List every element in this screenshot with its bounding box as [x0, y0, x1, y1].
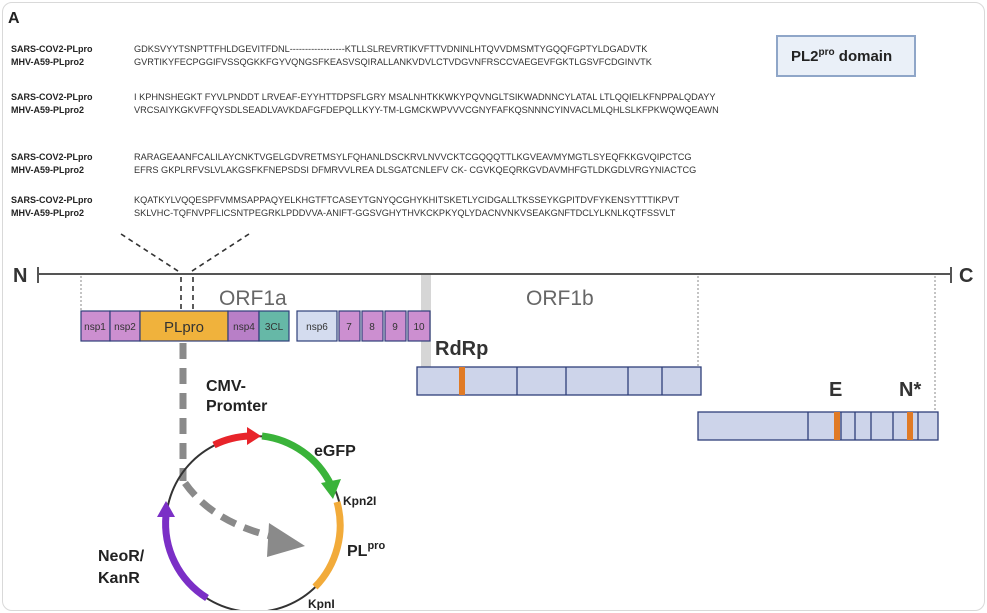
nsp7-block: [338, 310, 361, 342]
alignment-2-name-2: MHV-A59-PLpro2: [11, 105, 84, 115]
nsp2-label: nsp2: [114, 322, 136, 333]
sequence-alignment: SARS-COV2-PLpro GDKSVYYTSNPTTFHLDGEVITFD…: [11, 44, 719, 218]
nsp4-label: nsp4: [233, 322, 255, 333]
genome-axis: N C: [13, 265, 973, 287]
alignment-2-seq-2: VRCSAIYKGKVFFQYSDLSEADLVAVKDAFGFDEPQLLKY…: [134, 105, 719, 115]
plasmid-labels: CMV- Promter eGFP Kpn2I PLpro KpnI NeoR/…: [98, 378, 385, 610]
plpro-block: [139, 310, 229, 342]
zoom-lines: [120, 233, 250, 309]
domain-label-suffix: domain: [835, 48, 893, 65]
cmv-arrowhead: [247, 427, 261, 445]
alignment-3-name-2: MHV-A59-PLpro2: [11, 165, 84, 175]
alignment-1-name-2: MHV-A59-PLpro2: [11, 57, 84, 67]
egfp-arrowhead: [321, 479, 341, 499]
n-gene-marker: [907, 412, 913, 440]
orf1b-label: ORF1b: [526, 287, 594, 310]
3cl-label: 3CL: [265, 322, 284, 333]
alignment-4-seq-1: KQATKYLVQQESPFVMMSAPPAQYELKHGTFTCASEYTGN…: [134, 195, 680, 205]
cmv-label-line1: CMV-: [206, 378, 246, 395]
nsp7-label: 7: [346, 322, 352, 333]
nsp6-block: [296, 310, 338, 342]
cloning-arrow: [179, 343, 305, 557]
orf1a-nsp-blocks: [80, 310, 431, 342]
svg-text:PL2pro domain: PL2pro domain: [791, 47, 892, 65]
cmv-label-line2: Promter: [206, 398, 267, 415]
alignment-1-name-1: SARS-COV2-PLpro: [11, 44, 93, 54]
alignment-3-seq-2: EFRS GKPLRFVSLVLAKGSFKFNEPSDSI DFMRVVLRE…: [134, 165, 696, 175]
nsp10-label: 10: [413, 322, 425, 333]
domain-label-main: PL2: [791, 48, 819, 65]
egfp-label: eGFP: [314, 443, 356, 460]
cloning-arrowhead: [267, 523, 305, 557]
e-gene-marker: [834, 412, 840, 440]
n-gene-label: N*: [899, 379, 921, 401]
alignment-3-seq-1: RARAGEAANFCALILAYCNKTVGELGDVRETMSYLFQHAN…: [134, 152, 692, 162]
plpro-insert-superscript: pro: [367, 540, 385, 552]
kpni-label: KpnI: [308, 597, 335, 610]
structural-gene-box: [697, 411, 939, 441]
diagram-canvas: A PL2pro domain SARS-COV2-PLpro GDKSVYYT…: [8, 10, 973, 610]
rdrp-marker: [459, 367, 465, 395]
alignment-1-seq-2: GVRTIKYFECPGGIFVSSQGKKFGYVQNGSFKEASVSQIR…: [134, 57, 653, 67]
alignment-2-name-1: SARS-COV2-PLpro: [11, 92, 93, 102]
plpro-insert-label: PL: [347, 543, 368, 560]
nsp8-block: [361, 310, 384, 342]
domain-label-box: PL2pro domain: [776, 35, 916, 77]
domain-label-superscript: pro: [819, 47, 835, 58]
orf1a-nsp-labels: nsp1 nsp2 PLpro nsp4 3CL nsp6 7 8 9 10: [84, 319, 425, 336]
nsp10-block: [407, 310, 431, 342]
nsp6-label: nsp6: [306, 322, 328, 333]
rdrp-label: RdRp: [435, 338, 488, 360]
alignment-2-seq-1: I KPHNSHEGKT FYVLPNDDT LRVEAF-EYYHTTDPSF…: [134, 92, 716, 102]
nsp4-block: [227, 310, 260, 342]
svg-text:PLpro: PLpro: [347, 540, 385, 560]
nsp1-label: nsp1: [84, 322, 106, 333]
nsp9-block: [384, 310, 407, 342]
plasmid-map: [157, 427, 344, 610]
orf1a-label: ORF1a: [219, 287, 287, 310]
n-terminal-label: N: [13, 265, 27, 287]
c-terminal-label: C: [959, 265, 973, 287]
e-gene-label: E: [829, 379, 842, 401]
alignment-3-name-1: SARS-COV2-PLpro: [11, 152, 93, 162]
alignment-1-seq-1: GDKSVYYTSNPTTFHLDGEVITFDNL--------------…: [134, 44, 648, 54]
neor-label-line1: NeoR/: [98, 548, 145, 565]
kpn2i-label: Kpn2I: [343, 494, 376, 508]
3cl-block: [258, 310, 290, 342]
nsp8-label: 8: [369, 322, 375, 333]
plpro-label: PLpro: [164, 319, 204, 336]
alignment-4-name-1: SARS-COV2-PLpro: [11, 195, 93, 205]
alignment-4-seq-2: SKLVHC-TQFNVPFLICSNTPEGRKLPDDVVA-ANIFT-G…: [134, 208, 676, 218]
neor-label-line2: KanR: [98, 570, 140, 587]
orf1b-gene-box: [416, 366, 702, 396]
alignment-4-name-2: MHV-A59-PLpro2: [11, 208, 84, 218]
nsp9-label: 9: [392, 322, 398, 333]
neor-arrowhead: [157, 501, 175, 517]
panel-label: A: [8, 10, 20, 27]
